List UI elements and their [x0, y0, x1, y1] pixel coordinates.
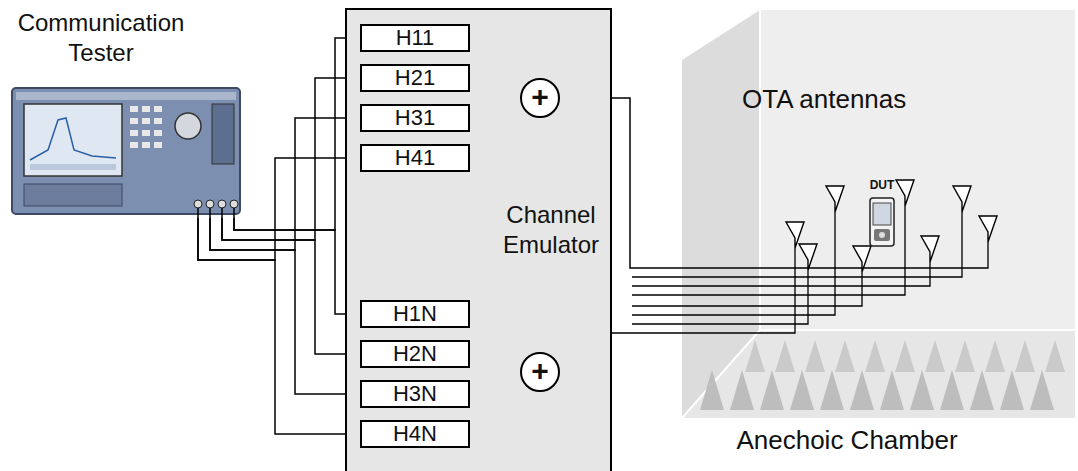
- channel-coefficient-box: H41: [360, 144, 470, 172]
- anechoic-chamber: OTA antennasAnechoic Chamber DUT: [682, 8, 1075, 466]
- signal-wire: [210, 218, 360, 394]
- tester-label: Communication Tester: [8, 8, 194, 68]
- signal-wire: [234, 38, 360, 230]
- coefficient-label: H3N: [393, 382, 437, 406]
- channel-coefficient-box: H4N: [360, 420, 470, 448]
- coefficient-label: H2N: [393, 342, 437, 366]
- antenna-cables: [632, 206, 988, 333]
- coefficient-label: H41: [395, 146, 435, 170]
- summer-circle: +: [520, 352, 560, 392]
- coefficient-label: H21: [395, 66, 435, 90]
- signal-wire: [234, 218, 360, 314]
- channel-emulator: Channel Emulator H11H21H31H41 + H1N H2N H3N H4…: [345, 8, 612, 471]
- plus-sign: +: [531, 356, 549, 386]
- coefficient-label: H31: [395, 106, 435, 130]
- signal-wire: [198, 218, 360, 434]
- channel-coefficient-box: H3N: [360, 380, 470, 408]
- signal-wire: [222, 78, 360, 240]
- coefficient-label: H1N: [393, 302, 437, 326]
- channel-coefficient-box: H21: [360, 64, 470, 92]
- dut-label: DUT: [866, 178, 898, 192]
- coefficient-label: H4N: [393, 422, 437, 446]
- channel-coefficient-box: H11: [360, 24, 470, 52]
- tester-illustration: [12, 88, 240, 218]
- chamber-illustration: [682, 10, 1075, 418]
- summer-circle: +: [520, 78, 560, 118]
- ota-antenna-symbols: [786, 180, 997, 272]
- dut-phone: DUT: [866, 176, 898, 250]
- antennas-label: OTA antennas: [742, 84, 906, 114]
- channel-coefficient-box: H31: [360, 104, 470, 132]
- channel-coefficient-box: H2N: [360, 340, 470, 368]
- plus-sign: +: [531, 82, 549, 112]
- emulator-label: Channel Emulator: [493, 200, 609, 260]
- communication-tester: Communication Tester: [8, 8, 242, 218]
- chamber-label: Anechoic Chamber: [682, 424, 1012, 456]
- coefficient-label: H11: [396, 26, 435, 50]
- signal-wire: [222, 218, 360, 354]
- channel-coefficient-box: H1N: [360, 300, 470, 328]
